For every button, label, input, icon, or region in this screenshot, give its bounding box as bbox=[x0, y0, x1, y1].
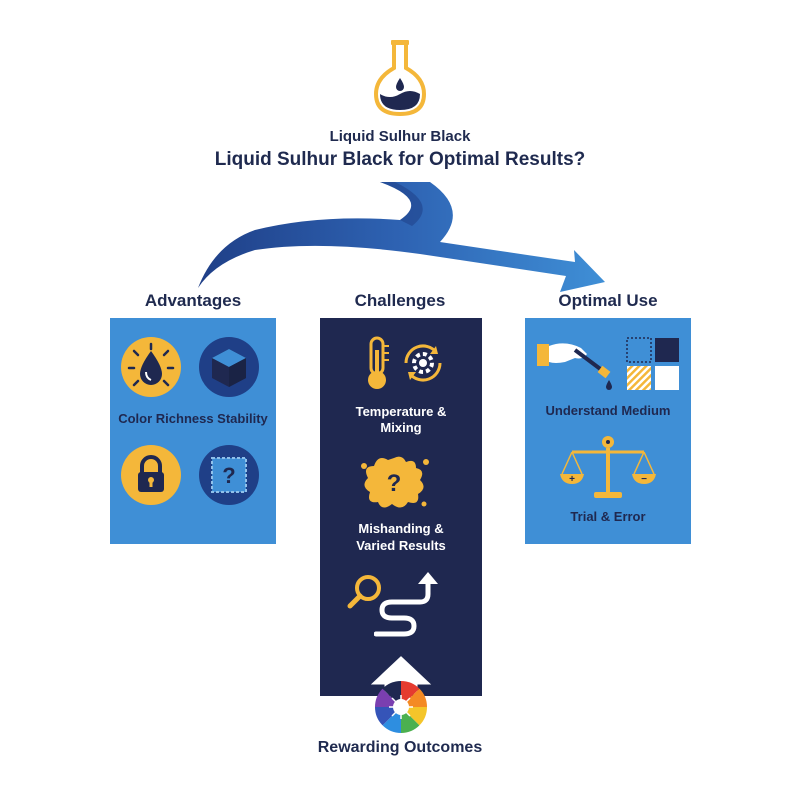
gear-cycle-icon bbox=[400, 340, 446, 386]
svg-text:?: ? bbox=[222, 463, 235, 488]
optimal-label-1: Understand Medium bbox=[545, 403, 671, 418]
swatch-grid-icon bbox=[625, 336, 681, 392]
advantage-label: Color Richness Stability bbox=[118, 411, 268, 426]
advantages-panel: Color Richness Stability ? bbox=[110, 318, 276, 544]
balance-scale-icon: + − bbox=[558, 434, 658, 504]
svg-text:+: + bbox=[569, 474, 575, 485]
flask-icon bbox=[370, 38, 430, 118]
ribbon-arrow bbox=[0, 170, 800, 310]
thermometer-icon bbox=[362, 336, 392, 392]
subtitle: Liquid Sulhur Black bbox=[329, 128, 471, 145]
cube-icon bbox=[198, 336, 260, 398]
svg-text:?: ? bbox=[387, 470, 402, 497]
optimal-label-2: Trial & Error bbox=[570, 509, 646, 524]
magnifier-icon bbox=[346, 572, 386, 612]
challenge-label-2b: Varied Results bbox=[356, 538, 446, 553]
heading-optimal-use: Optimal Use bbox=[558, 291, 658, 310]
up-arrow-icon bbox=[365, 652, 437, 696]
challenges-panel: Temperature & Mixing ? Mishanding & Vari… bbox=[320, 318, 482, 696]
svg-text:−: − bbox=[641, 474, 647, 485]
heading-challenges: Challenges bbox=[354, 291, 446, 310]
winding-arrow-icon bbox=[374, 572, 454, 642]
dropper-hand-icon bbox=[535, 332, 615, 396]
splash-question-icon: ? bbox=[356, 452, 432, 514]
challenge-label-2a: Mishanding & bbox=[358, 521, 444, 536]
optimal-use-panel: Understand Medium + − Trial & Error bbox=[525, 318, 691, 544]
challenge-label-1a: Temperature & bbox=[355, 404, 447, 419]
challenge-label-1b: Mixing bbox=[380, 420, 422, 435]
padlock-icon bbox=[120, 444, 182, 506]
color-wheel-icon bbox=[371, 677, 431, 737]
page-title: Liquid Sulhur Black for Optimal Results? bbox=[214, 149, 586, 170]
question-stamp-icon: ? bbox=[198, 444, 260, 506]
water-drop-icon bbox=[120, 336, 182, 398]
heading-advantages: Advantages bbox=[144, 291, 242, 310]
rewarding-outcomes-label: Rewarding Outcomes bbox=[317, 739, 483, 756]
